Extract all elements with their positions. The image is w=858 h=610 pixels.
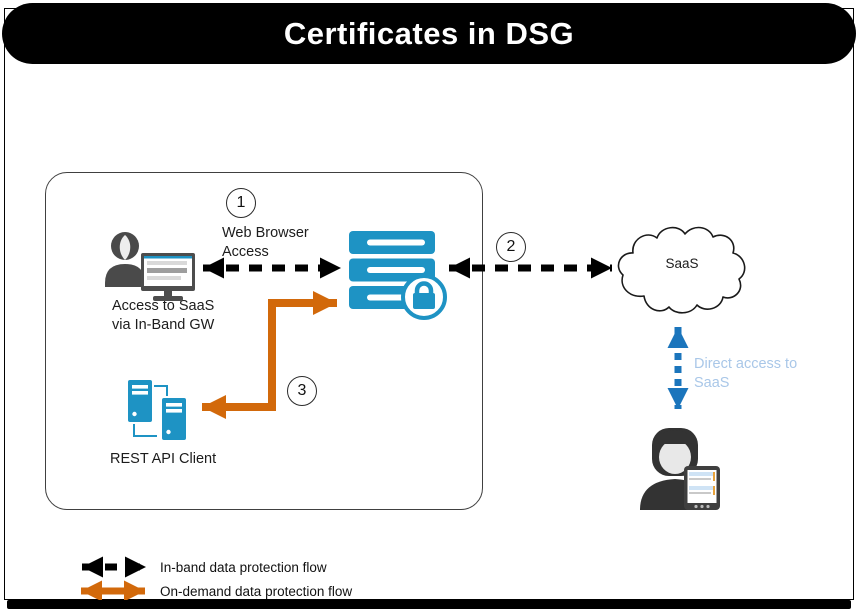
- step-badge-3: 3: [287, 376, 317, 406]
- user-monitor-icon: [105, 232, 195, 301]
- step-number-1: 1: [236, 194, 246, 211]
- monitor-icon: [141, 253, 195, 301]
- step-badge-2: 2: [496, 232, 526, 262]
- tablet-icon: [684, 466, 720, 510]
- legend-label-in-band: In-band data protection flow: [160, 559, 327, 575]
- access-to-saas-label: Access to SaaS via In-Band GW: [112, 297, 242, 335]
- web-browser-access-label: Web Browser Access: [222, 225, 309, 260]
- diagram-title: Certificates in DSG: [2, 3, 856, 64]
- saas-cloud-icon: [617, 226, 746, 314]
- on-demand-legend-arrow-icon: [81, 580, 145, 602]
- step-number-2: 2: [506, 238, 516, 255]
- legend-label-on-demand: On-demand data protection flow: [160, 583, 353, 599]
- user-tablet-icon: [640, 428, 720, 510]
- step-badge-1: 1: [226, 188, 256, 218]
- saas-cloud-label: SaaS: [665, 256, 699, 271]
- step-number-3: 3: [297, 382, 307, 399]
- legend-item-in-band: In-band data protection flow: [78, 556, 327, 578]
- legend-item-on-demand: On-demand data protection flow: [76, 580, 352, 602]
- lock-icon: [401, 274, 447, 320]
- gateway-zone-box: [45, 172, 483, 510]
- rest-api-client-icon: [128, 380, 186, 440]
- gateway-server-lock-icon: [349, 231, 447, 320]
- direct-access-label: Direct access to SaaS: [694, 356, 798, 391]
- on-demand-arrow-rest-gateway: [202, 291, 337, 419]
- bottom-bar: [7, 600, 851, 609]
- access-to-saas-line1: Access to SaaS: [112, 298, 215, 314]
- in-band-legend-arrow-icon: [82, 556, 146, 578]
- rest-api-client-label: REST API Client: [110, 451, 217, 467]
- access-to-saas-line2: via In-Band GW: [112, 317, 215, 333]
